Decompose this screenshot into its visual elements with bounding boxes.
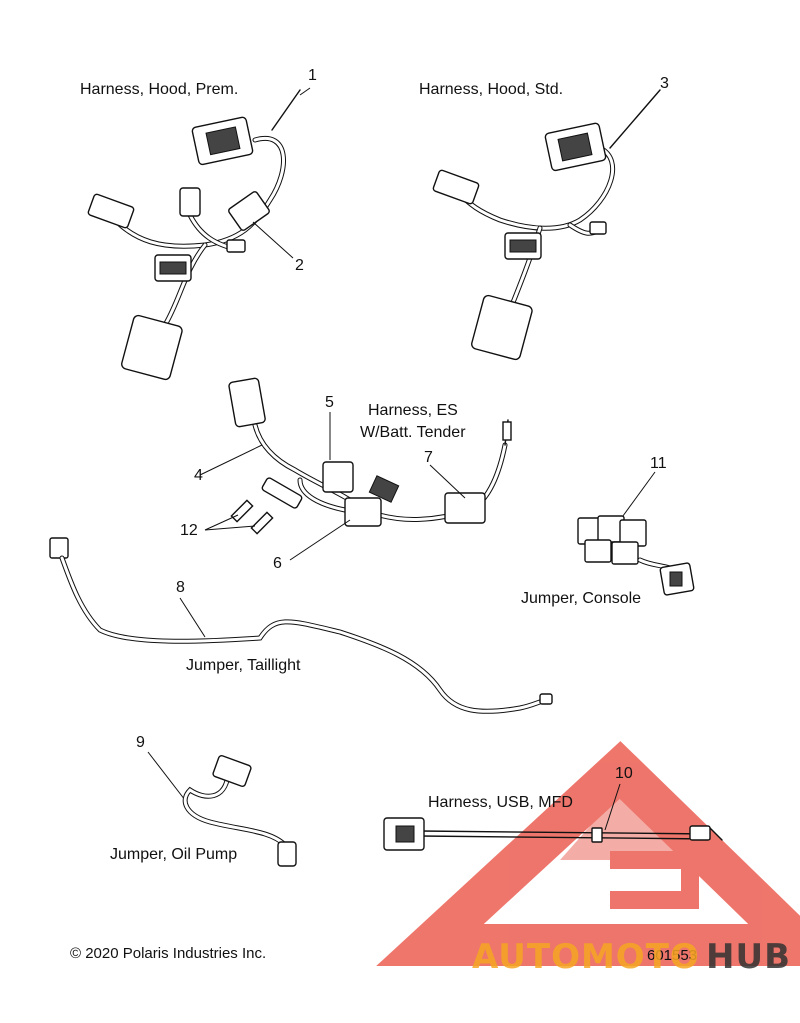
watermark-text-orange: AUTOMOTO	[472, 937, 700, 977]
figure-number: 601553	[647, 947, 698, 964]
callout-2: 2	[295, 257, 304, 274]
harness-usb-mfd	[383, 783, 723, 851]
jumper-taillight	[49, 537, 553, 714]
jumper-oil-pump	[147, 751, 297, 867]
harness-es	[199, 377, 512, 561]
callout-1: 1	[308, 67, 317, 84]
label-harness-es-line1: Harness, ES	[368, 402, 458, 419]
label-jumper-console: Jumper, Console	[521, 590, 642, 607]
callout-3: 3	[660, 75, 669, 92]
label-jumper-oil-pump: Jumper, Oil Pump	[110, 846, 238, 863]
copyright-text: © 2020 Polaris Industries Inc.	[70, 945, 267, 962]
label-harness-hood-prem: Harness, Hood, Prem.	[80, 81, 239, 98]
jumper-console	[577, 471, 695, 596]
label-harness-usb-mfd: Harness, USB, MFD	[428, 794, 573, 811]
callout-12: 12	[180, 522, 198, 539]
callout-11: 11	[650, 455, 667, 472]
harness-hood-std	[432, 89, 661, 361]
callout-4: 4	[194, 467, 203, 484]
callout-10: 10	[615, 765, 633, 782]
callout-5: 5	[325, 394, 334, 411]
watermark-text-dark: HUB	[706, 937, 791, 977]
callout-7: 7	[424, 449, 433, 466]
label-harness-es-line2: W/Batt. Tender	[360, 424, 466, 441]
callout-8: 8	[176, 579, 185, 596]
harness-hood-prem	[87, 89, 301, 381]
callout-6: 6	[273, 555, 282, 572]
label-jumper-taillight: Jumper, Taillight	[186, 657, 301, 674]
callout-9: 9	[136, 734, 145, 751]
label-harness-hood-std: Harness, Hood, Std.	[419, 81, 564, 98]
